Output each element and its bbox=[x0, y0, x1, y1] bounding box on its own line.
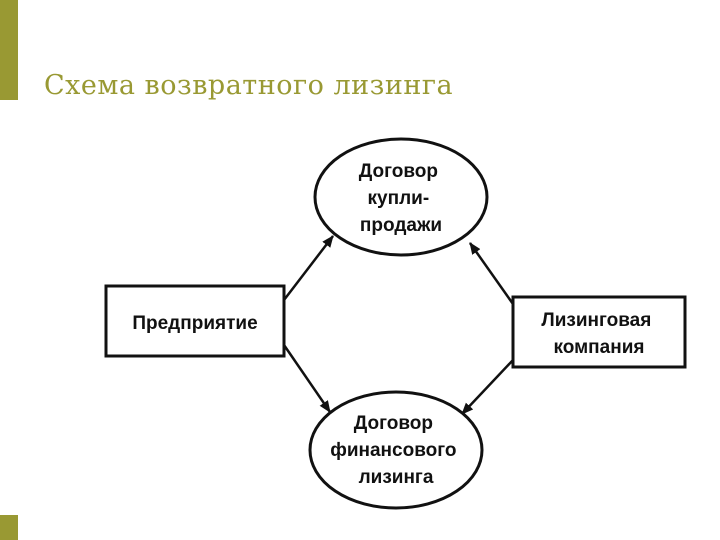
node-finance-lease-contract-line-3: лизинга bbox=[359, 467, 434, 488]
svg-text:Договор финансового: Договор финансового лизинга bbox=[330, 413, 462, 488]
accent-bar-bottom bbox=[0, 515, 18, 540]
node-sale-contract: Договор купли- продажи bbox=[313, 137, 489, 257]
arrow-leasing-company-to-lease-contract bbox=[461, 359, 514, 415]
arrow-enterprise-to-lease-contract bbox=[282, 344, 332, 413]
accent-bar-top bbox=[0, 0, 18, 100]
svg-text:Договор купли- про: Договор купли- продажи bbox=[359, 161, 444, 236]
slide-title: Схема возвратного лизинга bbox=[44, 70, 454, 101]
node-leasing-company-line-2: компания bbox=[554, 337, 645, 358]
node-sale-contract-line-3: продажи bbox=[360, 215, 442, 236]
node-sale-contract-line-1: Договор bbox=[359, 161, 438, 182]
node-sale-contract-line-2: купли- bbox=[368, 188, 430, 209]
node-enterprise: Предприятие bbox=[104, 284, 286, 358]
arrow-enterprise-to-sale-contract bbox=[283, 235, 334, 301]
node-leasing-company: Лизинговая компания bbox=[511, 295, 687, 369]
node-leasing-company-line-1: Лизинговая bbox=[541, 310, 651, 331]
node-finance-lease-contract-line-2: финансового bbox=[330, 440, 456, 461]
node-finance-lease-contract-line-1: Договор bbox=[354, 413, 433, 434]
arrow-leasing-company-to-sale-contract bbox=[468, 242, 515, 305]
svg-text:Лизинговая компания: Лизинговая компания bbox=[541, 310, 656, 358]
svg-text:Предприятие: Предприятие bbox=[132, 313, 257, 334]
node-enterprise-line-1: Предприятие bbox=[132, 313, 257, 334]
node-finance-lease-contract: Договор финансового лизинга bbox=[308, 390, 484, 510]
